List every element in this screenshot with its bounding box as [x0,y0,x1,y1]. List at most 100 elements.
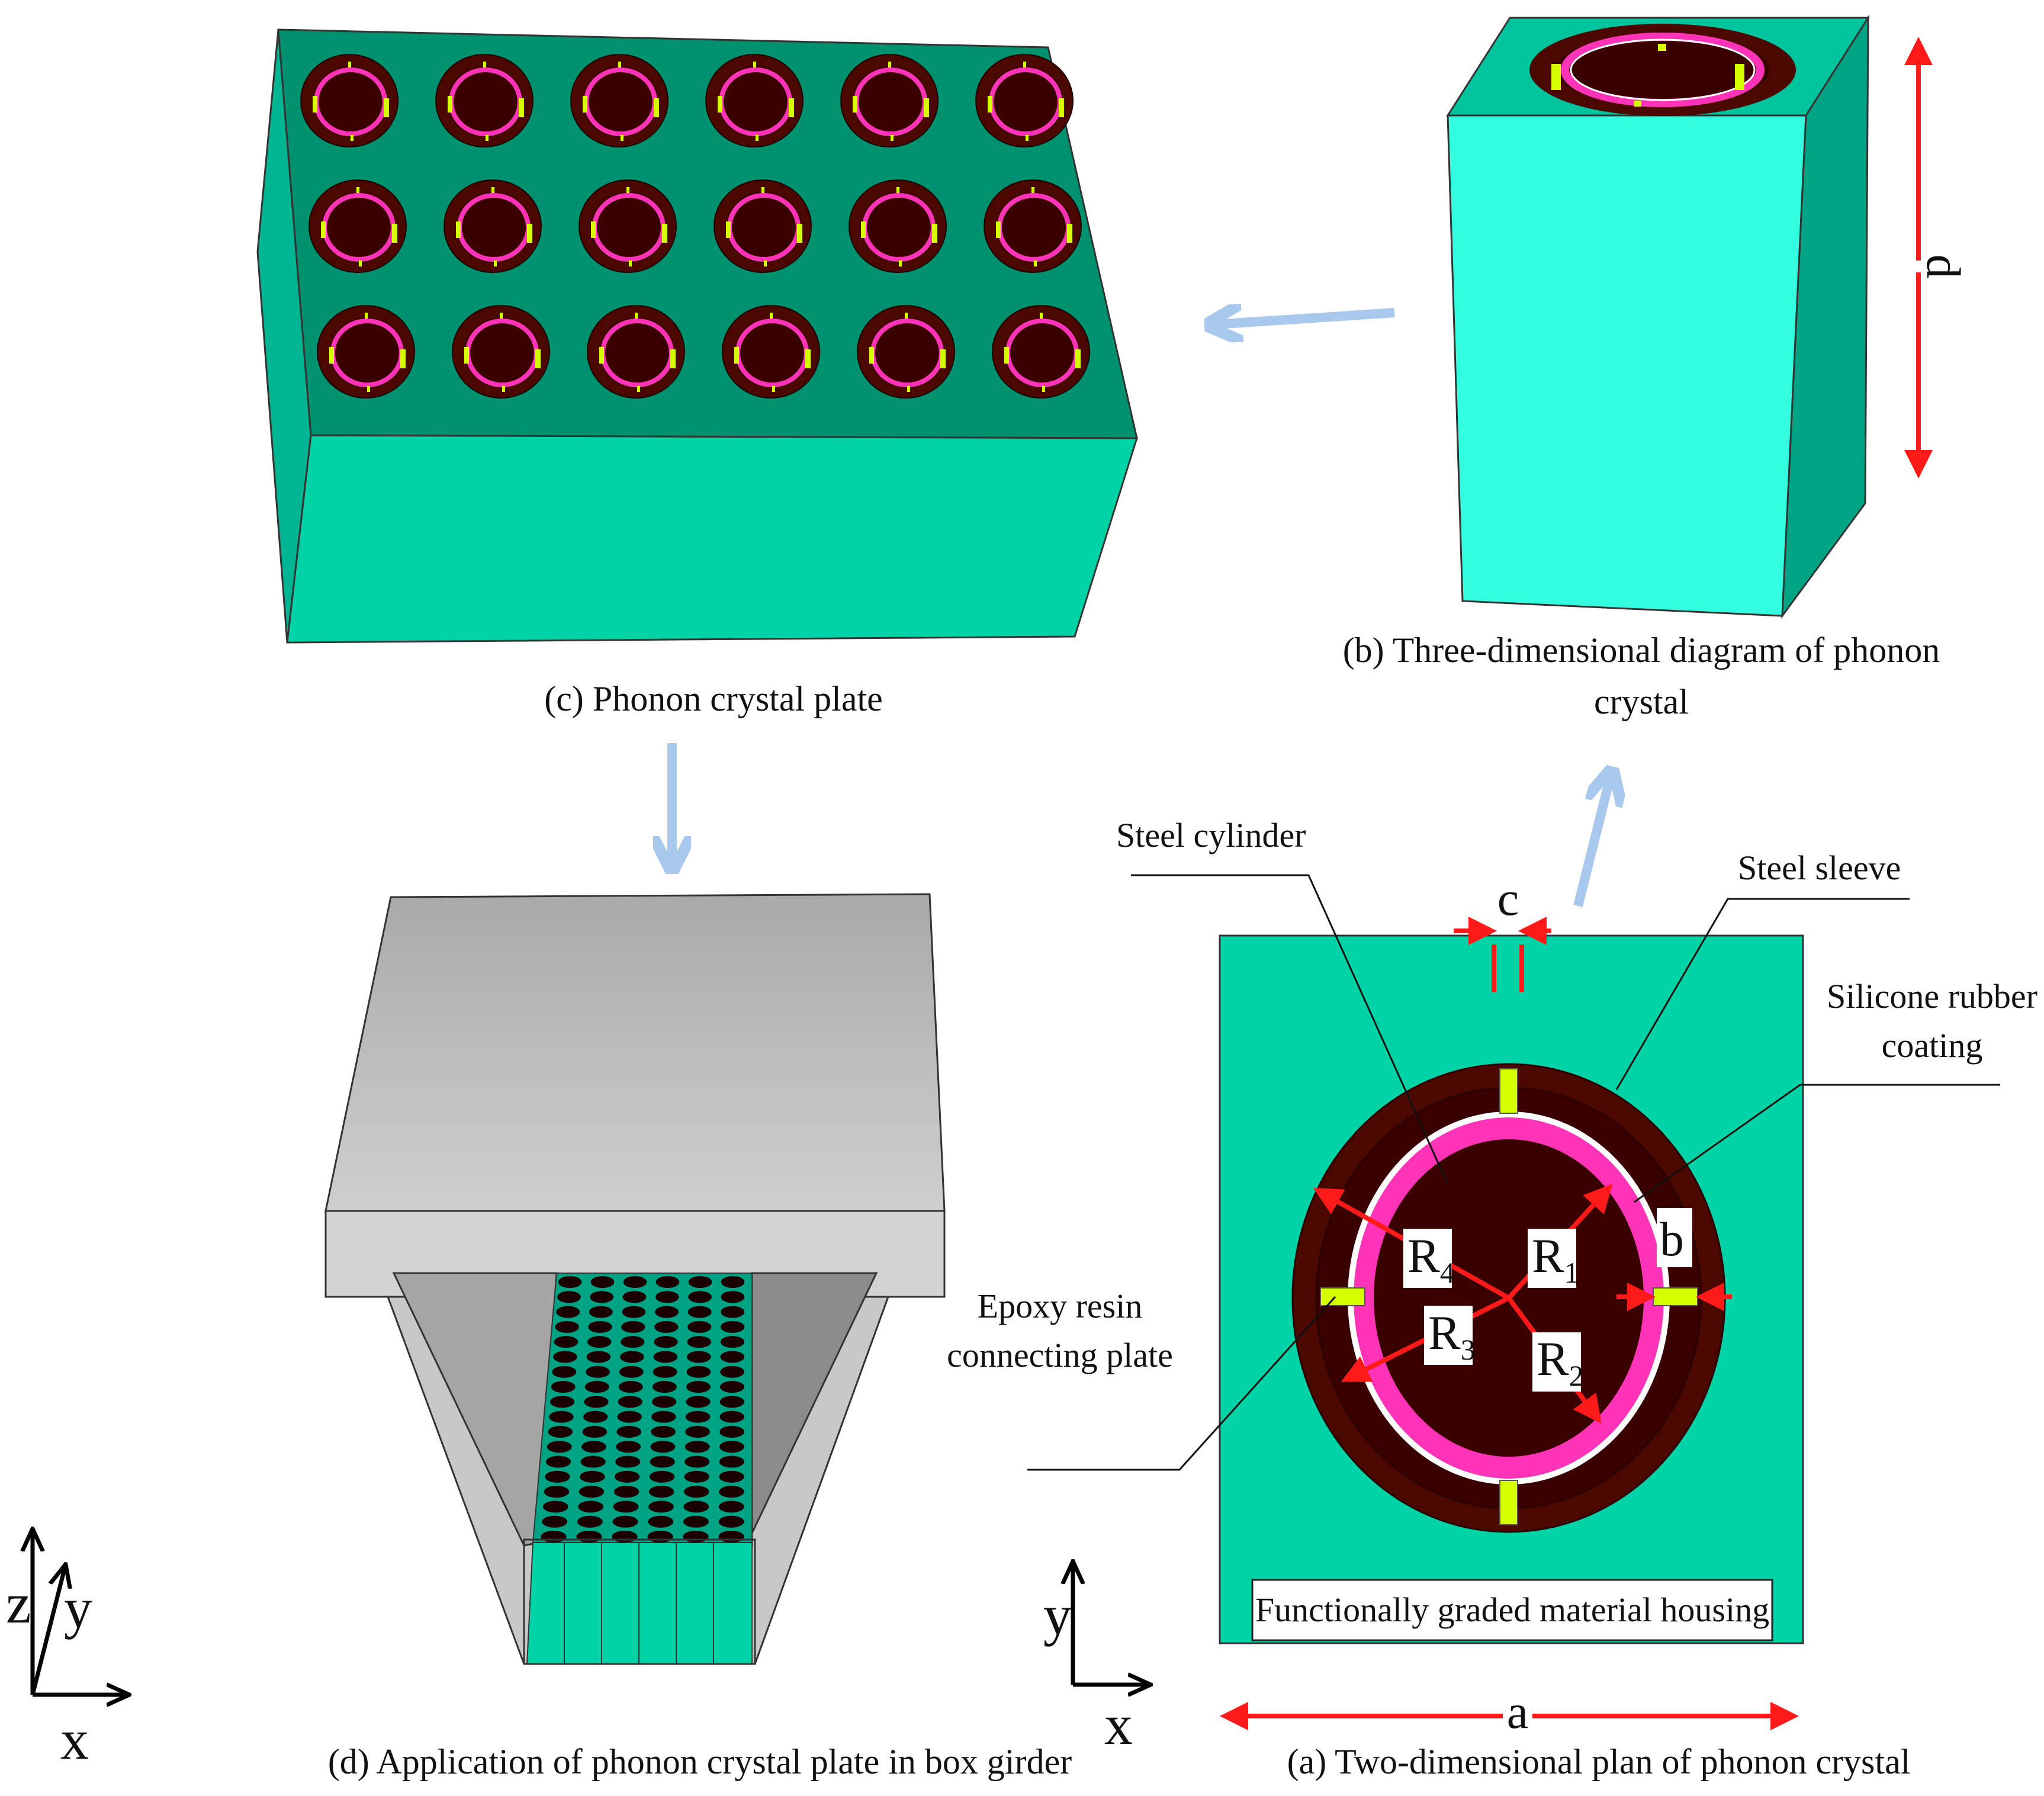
girder-plate-inclusion [686,1351,711,1363]
panel-d-box-girder [324,893,946,1665]
plate-inclusion [984,179,1082,273]
girder-plate-inclusion [578,1501,604,1513]
girder-plate-inclusion [719,1411,744,1423]
plate-inclusion [975,54,1074,147]
girder-plate-inclusion [683,1531,709,1543]
flow-arrow-a-to-b [1573,776,1611,907]
epoxy-connector-bottom [1499,1480,1518,1525]
girder-plate-inclusion [685,1425,710,1438]
girder-plate-inclusion [683,1515,709,1528]
girder-plate-inclusion [558,1276,582,1288]
plate-inclusion [857,305,955,399]
girder-plate-inclusion [688,1291,712,1303]
label-steel-sleeve: Steel sleeve [1738,849,1901,887]
girder-plate-inclusion [684,1470,709,1483]
girder-plate-inclusion [582,1425,608,1438]
cube-side-face [1781,14,1869,619]
dim-b: b [1616,1208,1732,1311]
girder-plate-inclusion [650,1456,675,1468]
leader-lines [1027,874,2000,1471]
girder-plate-inclusion [655,1306,679,1318]
plate-inclusion [714,179,812,273]
girder-plate-inclusion [580,1456,606,1468]
girder-plate-inclusion [653,1366,677,1378]
girder-plate-inclusion [616,1441,641,1453]
girder-plate-inclusion [719,1381,745,1393]
girder-plate-inclusion [651,1396,677,1408]
girder-plate-inclusion [612,1531,638,1543]
girder-plate-inclusion [653,1351,678,1363]
girder-plate-inclusion [651,1411,676,1423]
girder-plate-inclusion [584,1396,609,1408]
girder-plate-inclusion [618,1381,643,1393]
girder-plate-inclusion [720,1351,745,1363]
girder-plate-inclusion [647,1531,673,1543]
caption-b-line2: crystal [1594,682,1689,721]
girder-plate-inclusion [576,1531,602,1543]
girder-plate-inclusion [719,1486,744,1498]
girder-plate-inclusion [580,1470,605,1483]
girder-plate-inclusion [551,1381,576,1393]
girder-plate-inclusion [686,1381,711,1393]
girder-plate-inclusion [613,1501,639,1513]
girder-plate-inclusion [718,1515,744,1528]
plan-axes: y x [1043,1563,1149,1756]
girder-plate-inclusion [590,1291,614,1303]
plate-inclusion [722,305,820,399]
girder-plate-inclusion [622,1291,647,1303]
plate-hole-grid [300,54,1090,399]
label-epoxy-line2: connecting plate [947,1336,1173,1374]
girder-plate-inclusion [549,1396,575,1408]
girder-plate-inclusion [686,1396,711,1408]
girder-plate-inclusion [719,1396,744,1408]
plate-inclusion [840,54,939,147]
girder-plate-inclusion [581,1441,606,1453]
plate-inclusion [308,179,407,273]
caption-c: (c) Phonon crystal plate [544,679,883,718]
girder-plate-inclusion [721,1306,745,1318]
dim-d-label: d [1917,255,1971,279]
girder-plate-inclusion [720,1336,745,1348]
panel-c-phonon-plate [256,28,1139,644]
cube-top-inclusion [1529,24,1796,116]
svg-text:c: c [1497,872,1519,926]
girder-plate-inclusion [684,1486,709,1498]
girder-plate-inclusion [547,1441,572,1453]
girder-plate-inclusion [589,1306,613,1318]
girder-plate-inclusion [615,1456,641,1468]
plate-inclusion [705,54,804,147]
girder-plate-inclusion [650,1441,676,1453]
svg-text:R3: R3 [1428,1306,1476,1366]
girder-plate-inclusion [648,1515,674,1528]
girder-plate-inclusion [648,1501,674,1513]
girder-plate-inclusion [616,1425,642,1438]
girder-plate-inclusion [542,1501,568,1513]
girder-plate-inclusion [577,1515,603,1528]
epoxy-connector-left [1320,1287,1365,1306]
girder-plate-inclusion [648,1486,674,1498]
global-axes: z y x [6,1531,127,1771]
girder-plate-inclusion [586,1351,611,1363]
girder-plate-inclusion [553,1351,577,1363]
girder-plate-inclusion [546,1456,571,1468]
girder-plate-inclusion [557,1291,581,1303]
svg-text:y: y [64,1576,92,1640]
plate-inclusion [452,305,550,399]
label-silicone-line1: Silicone rubber [1827,977,2037,1016]
girder-plate-inclusion [655,1276,680,1288]
girder-plate-inclusion [555,1321,579,1333]
svg-text:R1: R1 [1532,1229,1579,1289]
plate-inclusion [443,179,542,273]
girder-plate-inclusion [556,1306,580,1318]
housing-label: Functionally graded material housing [1251,1579,1773,1641]
girder-plate-inclusion [622,1306,646,1318]
girder-plate-inclusion [721,1291,745,1303]
girder-plate-inclusion [719,1470,744,1483]
girder-deck-top [324,893,946,1212]
girder-plate-inclusion [719,1425,744,1438]
girder-plate-inclusion [579,1486,605,1498]
girder-plate-inclusion [544,1486,570,1498]
svg-text:b: b [1660,1212,1684,1266]
label-silicone-line2: coating [1882,1026,1983,1065]
girder-plate-inclusion [584,1381,609,1393]
